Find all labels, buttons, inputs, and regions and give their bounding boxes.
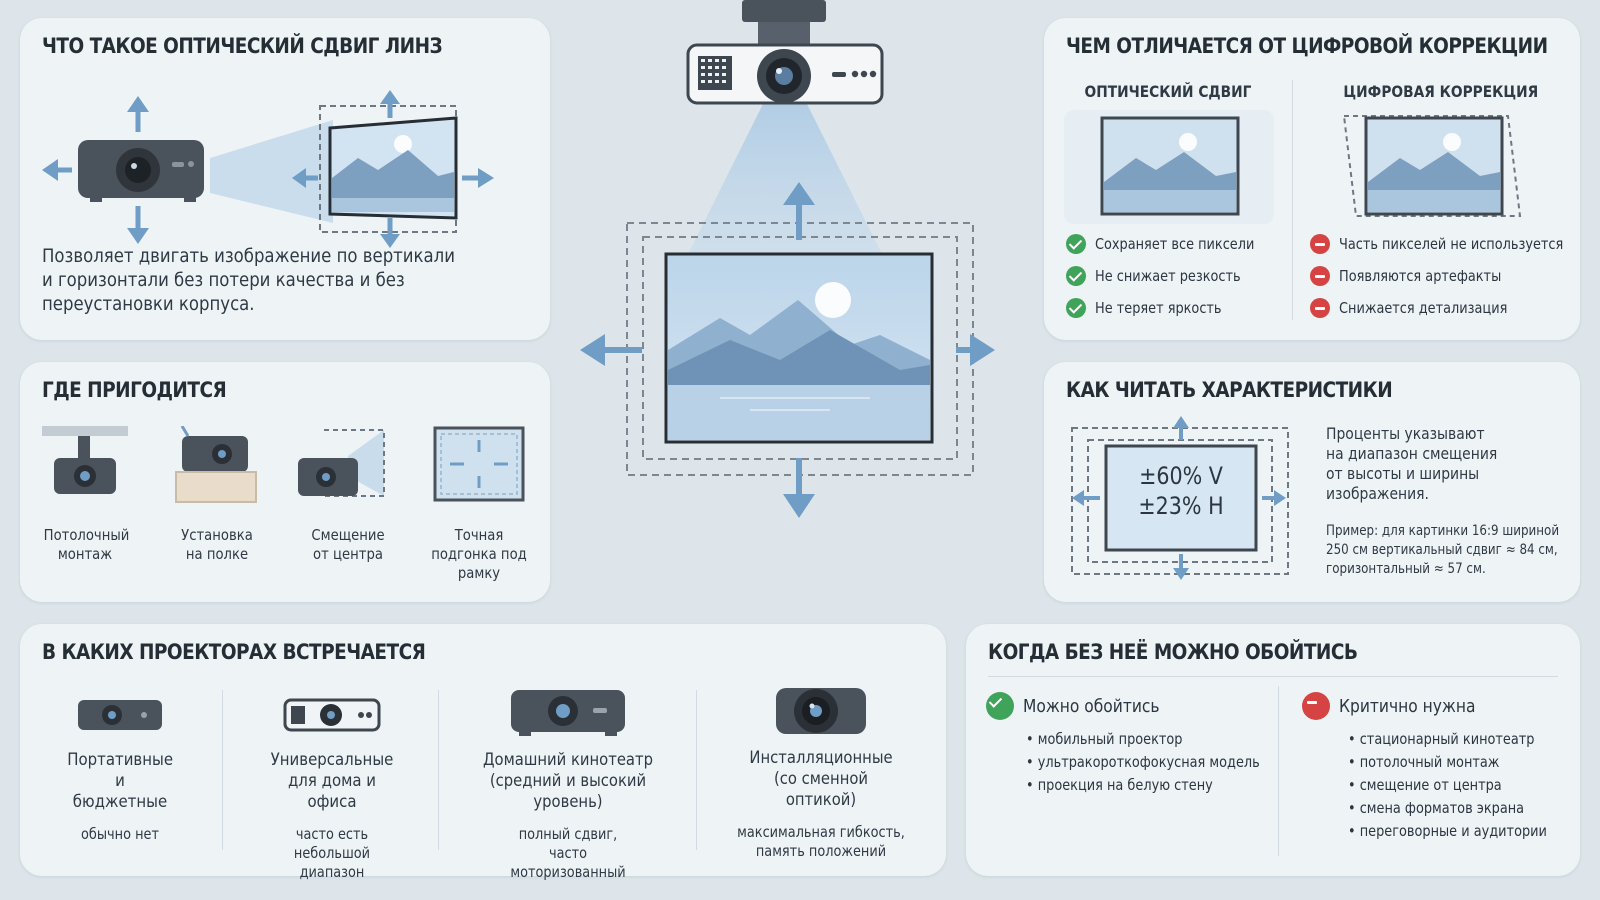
projector-divider: [696, 690, 697, 850]
projector-type-portable: Портативные и бюджетные обычно нет: [30, 690, 210, 844]
optical-pro-label: Не теряет яркость: [1095, 299, 1222, 317]
card-title-specs: КАК ЧИТАТЬ ХАРАКТЕРИСТИКИ: [1066, 378, 1393, 402]
card-title-what-is: ЧТО ТАКОЕ ОПТИЧЕСКИЙ СДВИГ ЛИНЗ: [42, 34, 443, 58]
universal-projector-icon: [283, 698, 381, 732]
list-item: смещение от центра: [1348, 774, 1547, 797]
optical-pro-row: Не теряет яркость: [1066, 298, 1242, 318]
center-illustration: [570, 0, 1020, 540]
list-item: ультракороткофокусная модель: [1026, 751, 1260, 774]
where-item-label: Точная подгонка под рамку: [431, 526, 527, 582]
check-icon: [986, 692, 1014, 720]
lens-shift-illustration: [42, 90, 494, 248]
projector-type-name: Домашний кинотеатр (средний и высокий ур…: [482, 750, 654, 812]
optical-pro-label: Не снижает резкость: [1095, 267, 1241, 285]
card-title-difference: ЧЕМ ОТЛИЧАЕТСЯ ОТ ЦИФРОВОЙ КОРРЕКЦИИ: [1066, 34, 1548, 58]
projector-type-universal: Универсальные для дома и офиса часто ест…: [234, 690, 430, 882]
where-item-ceiling: Потолочный монтаж: [30, 426, 140, 576]
critical-heading-row: Критично нужна: [1302, 692, 1498, 720]
optical-heading: ОПТИЧЕСКИЙ СДВИГ: [1084, 82, 1252, 101]
where-item-label: Смещение от центра: [311, 526, 385, 563]
projector-type-name: Портативные и бюджетные: [67, 750, 174, 812]
list-item: переговорные и аудитории: [1348, 820, 1547, 843]
digital-correction-picture-icon: [1342, 115, 1522, 217]
where-item-offcenter: Смещение от центра: [288, 426, 408, 576]
digital-con-row: Часть пикселей не используется: [1310, 234, 1600, 254]
offcenter-projector-icon: [298, 429, 385, 497]
what-is-description: Позволяет двигать изображение по вертика…: [42, 245, 455, 315]
list-item: смена форматов экрана: [1348, 797, 1547, 820]
when-without-divider: [1278, 686, 1279, 856]
card-when-without: КОГДА БЕЗ НЕЁ МОЖНО ОБОЙТИСЬ Можно обойт…: [966, 624, 1580, 876]
shelf-projector-icon: [175, 426, 257, 503]
card-where-useful: ГДЕ ПРИГОДИТСЯ Потолочный монтаж Установ…: [20, 362, 550, 602]
optical-shift-picture-icon: [1100, 116, 1240, 216]
projector-type-name: Универсальные для дома и офиса: [270, 750, 394, 812]
card-title-projector-types: В КАКИХ ПРОЕКТОРАХ ВСТРЕЧАЕТСЯ: [42, 640, 426, 664]
portable-projector-icon: [78, 700, 162, 730]
check-icon: [1066, 234, 1086, 254]
projector-type-note: полный сдвиг, часто моторизованный: [510, 825, 626, 881]
digital-con-row: Появляются артефакты: [1310, 266, 1528, 286]
card-difference: ЧЕМ ОТЛИЧАЕТСЯ ОТ ЦИФРОВОЙ КОРРЕКЦИИ ОПТ…: [1044, 18, 1580, 340]
difference-divider: [1292, 80, 1293, 320]
specs-explanation: Проценты указывают на диапазон смещения …: [1326, 424, 1498, 503]
where-item-label: Потолочный монтаж: [43, 526, 130, 563]
projector-type-name: Инсталляционные (со сменной оптикой): [749, 748, 893, 810]
title-underline: [988, 676, 1558, 677]
center-projector-diagram: [580, 0, 995, 518]
optical-pro-row: Не снижает резкость: [1066, 266, 1264, 286]
digital-con-row: Снижается детализация: [1310, 298, 1535, 318]
frame-fit-icon: [433, 426, 525, 502]
list-item: проекция на белую стену: [1026, 774, 1260, 797]
specs-value-horizontal: ±23% H: [1138, 492, 1224, 520]
specs-value-vertical: ±60% V: [1139, 462, 1223, 490]
projector-type-installation: Инсталляционные (со сменной оптикой) мак…: [706, 680, 936, 861]
digital-con-label: Появляются артефакты: [1339, 267, 1502, 285]
minus-icon: [1310, 298, 1330, 318]
card-what-is: ЧТО ТАКОЕ ОПТИЧЕСКИЙ СДВИГ ЛИНЗ Позволяе…: [20, 18, 550, 340]
list-item: потолочный монтаж: [1348, 751, 1547, 774]
minus-icon: [1310, 266, 1330, 286]
projector-type-note: максимальная гибкость, память положений: [737, 823, 905, 860]
critical-heading: Критично нужна: [1339, 695, 1476, 717]
ceiling-projector-icon: [42, 426, 128, 494]
projector-type-home-cinema: Домашний кинотеатр (средний и высокий ур…: [444, 684, 692, 882]
installation-projector-icon: [776, 688, 866, 734]
home-cinema-projector-icon: [511, 690, 625, 736]
digital-con-label: Часть пикселей не используется: [1339, 235, 1564, 253]
can-skip-list: мобильный проектор ультракороткофокусная…: [1026, 728, 1298, 797]
where-item-label: Установка на полке: [181, 526, 253, 563]
card-projector-types: В КАКИХ ПРОЕКТОРАХ ВСТРЕЧАЕТСЯ Портативн…: [20, 624, 946, 881]
can-skip-heading: Можно обойтись: [1023, 695, 1160, 717]
specs-shift-range-diagram: [1071, 416, 1289, 580]
projector-type-note: обычно нет: [81, 825, 159, 843]
critical-list: стационарный кинотеатр потолочный монтаж…: [1348, 728, 1579, 843]
projector-type-note: часто есть небольшой диапазон: [293, 825, 371, 881]
can-skip-heading-row: Можно обойтись: [986, 692, 1182, 720]
list-item: мобильный проектор: [1026, 728, 1260, 751]
digital-heading: ЦИФРОВАЯ КОРРЕКЦИЯ: [1343, 82, 1539, 101]
list-item: стационарный кинотеатр: [1348, 728, 1547, 751]
where-item-frame: Точная подгонка под рамку: [414, 426, 544, 582]
projector-divider: [222, 690, 223, 850]
check-icon: [1066, 298, 1086, 318]
optical-pro-row: Сохраняет все пиксели: [1066, 234, 1280, 254]
minus-icon: [1310, 234, 1330, 254]
card-specs: КАК ЧИТАТЬ ХАРАКТЕРИСТИКИ ±60% V ±23% H …: [1044, 362, 1580, 602]
optical-pro-label: Сохраняет все пиксели: [1095, 235, 1255, 253]
optical-image-panel: [1064, 110, 1274, 224]
specs-example: Пример: для картинки 16:9 шириной 250 см…: [1326, 523, 1560, 577]
projector-divider: [438, 690, 439, 850]
where-item-shelf: Установка на полке: [162, 426, 272, 576]
minus-icon: [1302, 692, 1330, 720]
card-title-when-without: КОГДА БЕЗ НЕЁ МОЖНО ОБОЙТИСЬ: [988, 640, 1358, 664]
card-title-where-useful: ГДЕ ПРИГОДИТСЯ: [42, 378, 227, 402]
digital-con-label: Снижается детализация: [1339, 299, 1508, 317]
check-icon: [1066, 266, 1086, 286]
